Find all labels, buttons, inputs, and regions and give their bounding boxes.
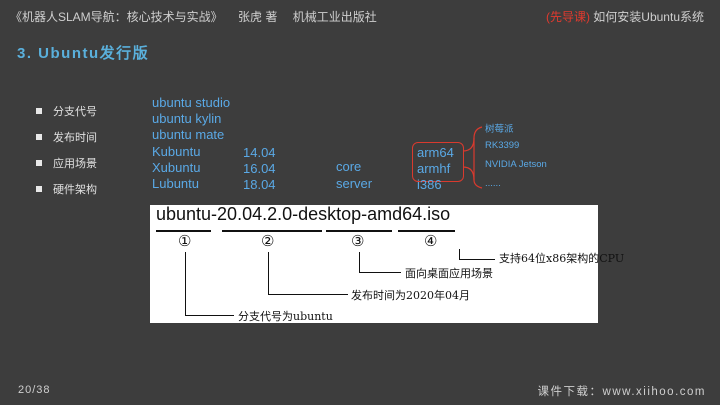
segment-underline: [222, 230, 322, 232]
branch-annotation: 分支代号为ubuntu: [238, 310, 333, 323]
marker-1: ①: [178, 232, 192, 250]
header-right: (先导课) 如何安装Ubuntu系统: [546, 8, 704, 25]
board-bracket: [462, 126, 483, 189]
connector: [185, 252, 186, 315]
branch-item: ubuntu mate: [152, 127, 225, 142]
bullet-square-icon: [36, 108, 42, 114]
bullet-item: 分支代号: [36, 98, 97, 124]
page-number: 20/38: [18, 384, 51, 396]
bullet-square-icon: [36, 186, 42, 192]
connector: [459, 259, 495, 260]
connector: [359, 272, 401, 273]
filename-diagram: ubuntu-20.04.2.0-desktop-amd64.iso ① ② ③…: [150, 204, 624, 323]
arch-item: i386: [417, 177, 442, 192]
download-site: 课件下载：www.xiihoo.com: [537, 386, 706, 398]
date-annotation: 发布时间为2020年04月: [351, 289, 470, 302]
header-left: 《机器人SLAM导航：核心技术与实战》 张虎 著 机械工业出版社: [10, 8, 377, 25]
connector: [459, 249, 460, 259]
bullet-square-icon: [36, 160, 42, 166]
bullet-item: 发布时间: [36, 124, 97, 150]
bullet-item: 应用场景: [36, 150, 97, 176]
book-title: 《机器人SLAM导航：核心技术与实战》: [10, 10, 223, 24]
version-item: 18.04: [243, 177, 276, 192]
lesson-title: 如何安装Ubuntu系统: [593, 10, 704, 24]
board-item: RK3399: [485, 140, 520, 151]
version-item: 14.04: [243, 145, 276, 160]
arch-annotation: 支持64位x86架构的CPU: [499, 252, 625, 265]
board-item: NVIDIA Jetson: [485, 159, 547, 170]
slide-title: 3. Ubuntu发行版: [17, 45, 150, 62]
lesson-tag: (先导课): [545, 10, 590, 24]
arch-item: arm64: [417, 145, 454, 160]
connector: [359, 252, 360, 272]
segment-underline: [326, 230, 392, 232]
arch-item: armhf: [417, 161, 451, 176]
iso-filename: ubuntu-20.04.2.0-desktop-amd64.iso: [156, 204, 451, 224]
segment-underline: [398, 230, 455, 232]
scene-item: server: [336, 176, 373, 191]
bullet-square-icon: [36, 134, 42, 140]
scene-annotation: 面向桌面应用场景: [405, 267, 493, 280]
branch-item: ubuntu kylin: [152, 111, 222, 126]
connector: [268, 252, 269, 294]
arch-highlight-box: [412, 142, 464, 182]
branch-item: Kubuntu: [152, 144, 201, 159]
bullet-item: 硬件架构: [36, 176, 97, 202]
author: 张虎 著: [238, 10, 278, 24]
branch-item: Xubuntu: [152, 160, 201, 175]
marker-3: ③: [351, 232, 365, 250]
version-item: 16.04: [243, 161, 276, 176]
branch-item: ubuntu studio: [152, 95, 231, 110]
marker-4: ④: [424, 232, 438, 250]
marker-2: ②: [261, 232, 275, 250]
segment-underline: [156, 230, 211, 232]
publisher: 机械工业出版社: [292, 10, 377, 24]
board-item: 树莓派: [485, 124, 514, 135]
connector: [185, 315, 234, 316]
board-item: ......: [485, 178, 501, 189]
scene-item: core: [336, 159, 362, 174]
bullet-list: 分支代号 发布时间 应用场景 硬件架构: [36, 98, 97, 202]
branch-item: Lubuntu: [152, 176, 199, 191]
connector: [268, 294, 348, 295]
